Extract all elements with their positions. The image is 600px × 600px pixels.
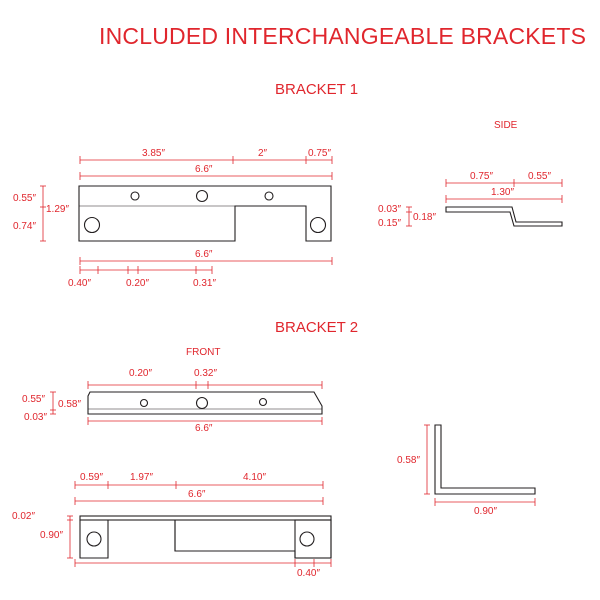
bracket2-front-label: FRONT xyxy=(186,347,221,358)
bracket2-lower-tab xyxy=(294,519,332,559)
b1-dim-bottom-c: 0.31″ xyxy=(193,278,217,289)
b1-dim-left-total: 1.29″ xyxy=(46,204,70,215)
bracket2-heading: BRACKET 2 xyxy=(275,319,359,336)
b1-dim-top-a: 3.85″ xyxy=(142,148,166,159)
bracket2-lower-top-strip xyxy=(79,515,332,521)
b2-angle-dim-width: 0.90″ xyxy=(474,506,498,517)
b1-dim-left-upper: 0.55″ xyxy=(13,193,37,204)
b2-lower-dim-a: 0.59″ xyxy=(80,472,104,483)
bracket2-hole-1 xyxy=(139,398,149,408)
bracket2-lower-plate xyxy=(79,519,332,559)
bracket2-angle-profile xyxy=(434,424,536,495)
bracket1-hole-2 xyxy=(195,189,209,203)
bracket2-hole-3 xyxy=(258,397,268,407)
bracket2-hole-4 xyxy=(86,531,102,547)
bracket1-hole-4 xyxy=(83,216,101,234)
b2-front-dim-left-lower: 0.03″ xyxy=(24,412,48,423)
b2-lower-dim-height: 0.90″ xyxy=(40,530,64,541)
b2-front-dim-b: 0.32″ xyxy=(194,368,218,379)
bracket1-hole-1 xyxy=(130,191,140,201)
b1-side-dim-b: 0.55″ xyxy=(528,171,552,182)
bracket2-hole-5 xyxy=(299,531,315,547)
bracket2-front-plate xyxy=(87,391,323,415)
b1-dim-bottom-a: 0.40″ xyxy=(68,278,92,289)
b2-lower-dim-thick: 0.02″ xyxy=(12,511,36,522)
bracket1-hole-5 xyxy=(309,216,327,234)
bracket1-side-profile xyxy=(445,206,563,227)
b2-front-dim-left-total: 0.58″ xyxy=(58,399,82,410)
b2-front-dim-a: 0.20″ xyxy=(129,368,153,379)
b1-side-dim-overall: 1.30″ xyxy=(491,187,515,198)
b2-angle-dim-height: 0.58″ xyxy=(397,455,421,466)
b1-side-dim-offset: 0.15″ xyxy=(378,218,402,229)
b2-lower-dim-overall: 6.6″ xyxy=(188,489,206,500)
bracket1-side-label: SIDE xyxy=(494,120,518,131)
b1-side-dim-a: 0.75″ xyxy=(470,171,494,182)
b2-lower-dim-c: 4.10″ xyxy=(243,472,267,483)
b2-lower-dim-bottom: 0.40″ xyxy=(297,568,321,579)
bracket2-hole-2 xyxy=(195,396,209,410)
b2-front-dim-left-upper: 0.55″ xyxy=(22,394,46,405)
b1-dim-top-c: 0.75″ xyxy=(308,148,332,159)
bracket1-hole-3 xyxy=(264,191,274,201)
bracket1-heading: BRACKET 1 xyxy=(275,81,359,98)
b1-side-dim-height: 0.18″ xyxy=(413,212,437,223)
b1-dim-bottom-overall: 6.6″ xyxy=(195,249,213,260)
b2-front-dim-overall: 6.6″ xyxy=(195,423,213,434)
b2-lower-dim-b: 1.97″ xyxy=(130,472,154,483)
b1-dim-left-lower: 0.74″ xyxy=(13,221,37,232)
b1-side-dim-thick: 0.03″ xyxy=(378,204,402,215)
b1-dim-top-b: 2″ xyxy=(258,148,268,159)
bracket1-plate xyxy=(78,185,332,242)
page-title: INCLUDED INTERCHANGEABLE BRACKETS xyxy=(99,23,587,49)
b1-dim-bottom-b: 0.20″ xyxy=(126,278,150,289)
b1-dim-top-overall: 6.6″ xyxy=(195,164,213,175)
